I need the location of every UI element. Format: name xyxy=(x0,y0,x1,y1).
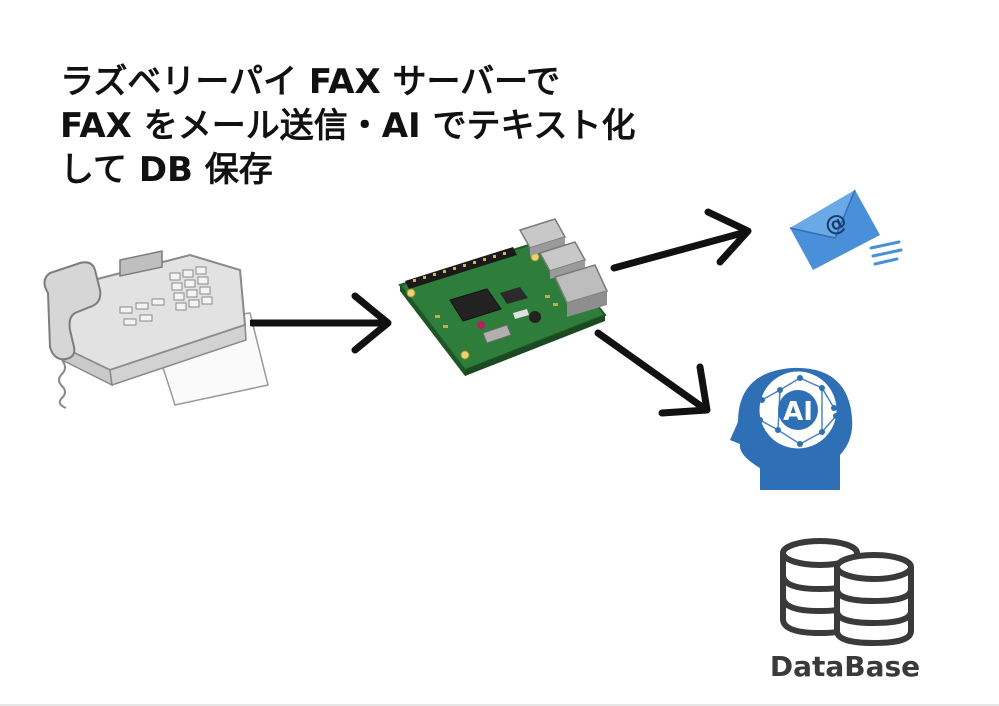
raspberry-pi-board-icon xyxy=(398,218,609,376)
email-envelope-icon: @ xyxy=(789,189,903,270)
ai-node: AI xyxy=(730,360,860,500)
bottom-rule xyxy=(0,704,999,706)
page-title: ラズベリーパイ FAX サーバーで FAX をメール送信・AI でテキスト化 し… xyxy=(60,60,740,192)
arrow-fax-to-pi xyxy=(250,290,400,360)
ai-label: AI xyxy=(783,397,813,427)
arrow-pi-to-ai xyxy=(590,325,720,425)
email-node: @ xyxy=(785,180,905,275)
database-label: DataBase xyxy=(769,650,921,683)
fax-node xyxy=(40,235,270,410)
title-line-3: して DB 保存 xyxy=(60,150,273,190)
title-line-1: ラズベリーパイ FAX サーバーで xyxy=(60,62,561,102)
fax-machine-icon xyxy=(43,250,269,409)
raspberry-pi-node xyxy=(395,205,620,385)
database-node xyxy=(775,535,920,647)
title-line-2: FAX をメール送信・AI でテキスト化 xyxy=(60,106,636,146)
database-icon xyxy=(780,538,914,647)
ai-brain-head-icon: AI xyxy=(730,367,853,490)
arrow-pi-to-email xyxy=(608,200,758,280)
